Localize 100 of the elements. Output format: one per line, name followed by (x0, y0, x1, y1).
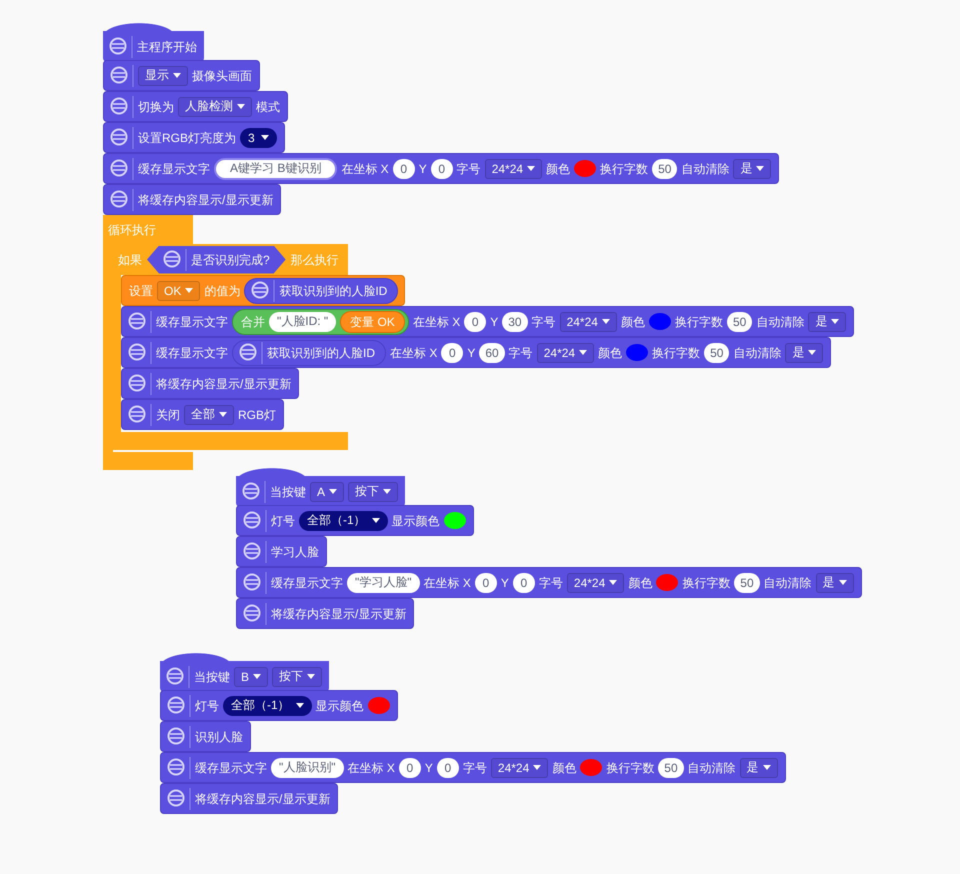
block-label: 设置 (129, 282, 153, 298)
block-label: Y (418, 160, 427, 176)
dropdown-field: 按下 (272, 666, 322, 686)
block-label: 当按键 (270, 484, 306, 500)
block-label: 设置RGB灯亮度为 (138, 130, 236, 146)
block-label: 在坐标 X (341, 160, 389, 176)
block-label: 缓存显示文字 (156, 314, 228, 330)
reporter-block (244, 278, 398, 304)
block-label: 将缓存内容显示/显示更新 (156, 376, 292, 392)
text-field: "人脸ID: " (269, 312, 336, 332)
block-label: 将缓存内容显示/显示更新 (271, 606, 406, 622)
block-label: 合并 (241, 314, 265, 330)
block-label: 颜色 (598, 344, 622, 360)
command-block (103, 91, 288, 122)
block-label: 字号 (532, 314, 556, 330)
block-label: 缓存显示文字 (271, 574, 343, 590)
block-label: 将缓存内容显示/显示更新 (138, 192, 274, 208)
block-label: 自动清除 (764, 574, 812, 590)
dropdown-field: 是 (733, 158, 772, 178)
text-field: "人脸识别" (271, 758, 344, 778)
block-label: 换行字数 (674, 314, 723, 330)
dropdown-field: 24*24 (566, 572, 624, 592)
block-label: 缓存显示文字 (138, 160, 210, 176)
block-label: 循环执行 (108, 222, 156, 238)
block-label: 变量 OK (350, 314, 395, 330)
block-label: Y (500, 574, 509, 590)
block-label: 换行字数 (682, 574, 730, 590)
block-label: 自动清除 (756, 314, 804, 330)
command-block (121, 368, 300, 399)
command-block (236, 567, 862, 598)
reporter-block (232, 340, 386, 366)
block-label: 字号 (538, 574, 563, 590)
number-field: 60 (479, 342, 505, 362)
number-field: 50 (652, 158, 678, 178)
command-block (103, 60, 260, 91)
block-label: 字号 (456, 160, 481, 176)
block-label: 获取识别到的人脸ID (279, 282, 388, 298)
block-label: 自动清除 (688, 760, 736, 776)
command-block (236, 598, 414, 629)
dropdown-field: 24*24 (484, 158, 542, 178)
dropdown-field: 是 (740, 758, 778, 778)
block-label: 模式 (256, 98, 280, 114)
block-label: 是否识别完成? (191, 252, 270, 268)
block-label: 那么执行 (290, 252, 339, 268)
number-field: 0 (464, 312, 486, 332)
command-block (236, 505, 474, 536)
block-label: 自动清除 (733, 344, 782, 360)
number-field: 50 (704, 342, 730, 362)
command-block (103, 122, 285, 153)
block-label: 在坐标 X (390, 344, 438, 360)
block-label: RGB灯 (238, 406, 276, 422)
command-block (160, 690, 398, 721)
block-label: 获取识别到的人脸ID (267, 344, 375, 360)
block-label: 关闭 (156, 406, 180, 422)
block-label: 学习人脸 (271, 544, 319, 560)
block-label: Y (490, 314, 498, 330)
block-label: 颜色 (628, 574, 652, 590)
block-label: 颜色 (552, 760, 576, 776)
set-variable-block (121, 275, 406, 306)
block-label: 缓存显示文字 (156, 344, 228, 360)
command-block (121, 337, 832, 368)
dropdown-field: 是 (808, 312, 846, 332)
number-field: 0 (436, 758, 459, 778)
block-label: 的值为 (204, 282, 240, 298)
number-field: 50 (726, 312, 752, 332)
command-block (103, 184, 282, 215)
text-field: A键学习 B键识别 (214, 158, 338, 180)
command-block (160, 752, 786, 783)
block-label: 识别人脸 (195, 728, 243, 744)
command-block (160, 783, 338, 814)
dropdown-field: A (310, 482, 344, 502)
command-block (160, 721, 251, 752)
dropdown-field: 全部 (184, 404, 234, 424)
block-label: 自动清除 (681, 160, 730, 176)
block-label: Y (467, 344, 476, 360)
number-field: 50 (734, 572, 760, 592)
dropdown-field: 是 (816, 572, 854, 592)
dropdown-field: 24*24 (536, 342, 594, 362)
dropdown-field: OK (157, 280, 200, 300)
number-field: 0 (430, 158, 453, 178)
block-label: 将缓存内容显示/显示更新 (195, 790, 330, 806)
dropdown-field: B (234, 666, 268, 686)
block-label: 换行字数 (600, 160, 648, 176)
block-label: 字号 (462, 760, 487, 776)
text-field: "学习人脸" (347, 572, 420, 592)
block-label: 显示颜色 (392, 512, 440, 528)
dropdown-field: 全部（-1） (299, 510, 388, 530)
block-label: 主程序开始 (137, 38, 197, 54)
block-label: 换行字数 (606, 760, 654, 776)
block-label: 颜色 (620, 314, 645, 330)
block-label: Y (424, 760, 433, 776)
block-label: 在坐标 X (412, 314, 460, 330)
dropdown-field: 3 (240, 128, 277, 148)
block-label: 摄像头画面 (192, 68, 252, 84)
dropdown-field: 人脸检测 (178, 96, 252, 116)
block-label: 在坐标 X (348, 760, 395, 776)
number-field: 30 (502, 312, 528, 332)
number-field: 0 (441, 342, 464, 362)
number-field: 0 (398, 758, 421, 778)
dropdown-field: 是 (785, 342, 824, 362)
